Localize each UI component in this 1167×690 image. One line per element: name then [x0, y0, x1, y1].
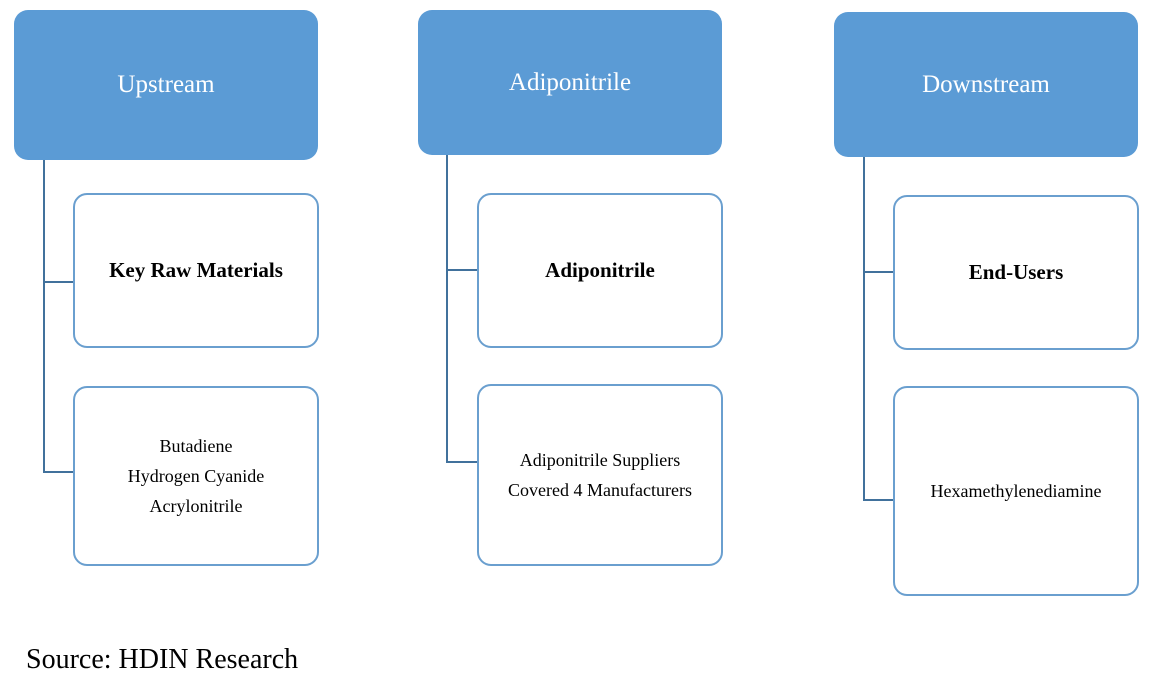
box-raw-materials-list: Butadiene Hydrogen Cyanide Acrylonitrile	[73, 386, 319, 566]
box-end-users: End-Users	[893, 195, 1139, 350]
connector-upstream-branch-1	[43, 281, 74, 283]
header-upstream: Upstream	[14, 10, 318, 160]
box-adiponitrile-title: Adiponitrile	[545, 258, 655, 282]
connector-downstream-branch-2	[863, 499, 894, 501]
header-adiponitrile: Adiponitrile	[418, 10, 722, 155]
connector-adiponitrile-vertical	[446, 155, 448, 463]
list-item: Hydrogen Cyanide	[127, 466, 265, 486]
connector-upstream-branch-2	[43, 471, 74, 473]
box-end-users-list: Hexamethylenediamine	[893, 386, 1139, 596]
list-item: Covered 4 Manufacturers	[508, 480, 692, 500]
box-key-raw-materials: Key Raw Materials	[73, 193, 319, 348]
box-end-users-title: End-Users	[968, 260, 1064, 284]
source-caption: Source: HDIN Research	[26, 644, 299, 675]
list-item: Butadiene	[159, 436, 233, 456]
box-key-raw-materials-title: Key Raw Materials	[109, 258, 283, 282]
list-item: Adiponitrile Suppliers	[519, 450, 681, 470]
header-downstream: Downstream	[834, 12, 1138, 157]
box-adiponitrile: Adiponitrile	[477, 193, 723, 348]
list-item: Acrylonitrile	[149, 496, 243, 516]
header-adiponitrile-label: Adiponitrile	[508, 68, 632, 96]
connector-adiponitrile-branch-2	[446, 461, 478, 463]
header-upstream-label: Upstream	[117, 71, 215, 98]
list-item: Hexamethylenediamine	[930, 481, 1102, 501]
box-adiponitrile-suppliers: Adiponitrile Suppliers Covered 4 Manufac…	[477, 384, 723, 566]
header-downstream-label: Downstream	[922, 70, 1050, 98]
connector-downstream-branch-1	[863, 271, 894, 273]
connector-upstream-vertical	[43, 160, 45, 473]
connector-downstream-vertical	[863, 157, 865, 501]
connector-adiponitrile-branch-1	[446, 269, 478, 271]
